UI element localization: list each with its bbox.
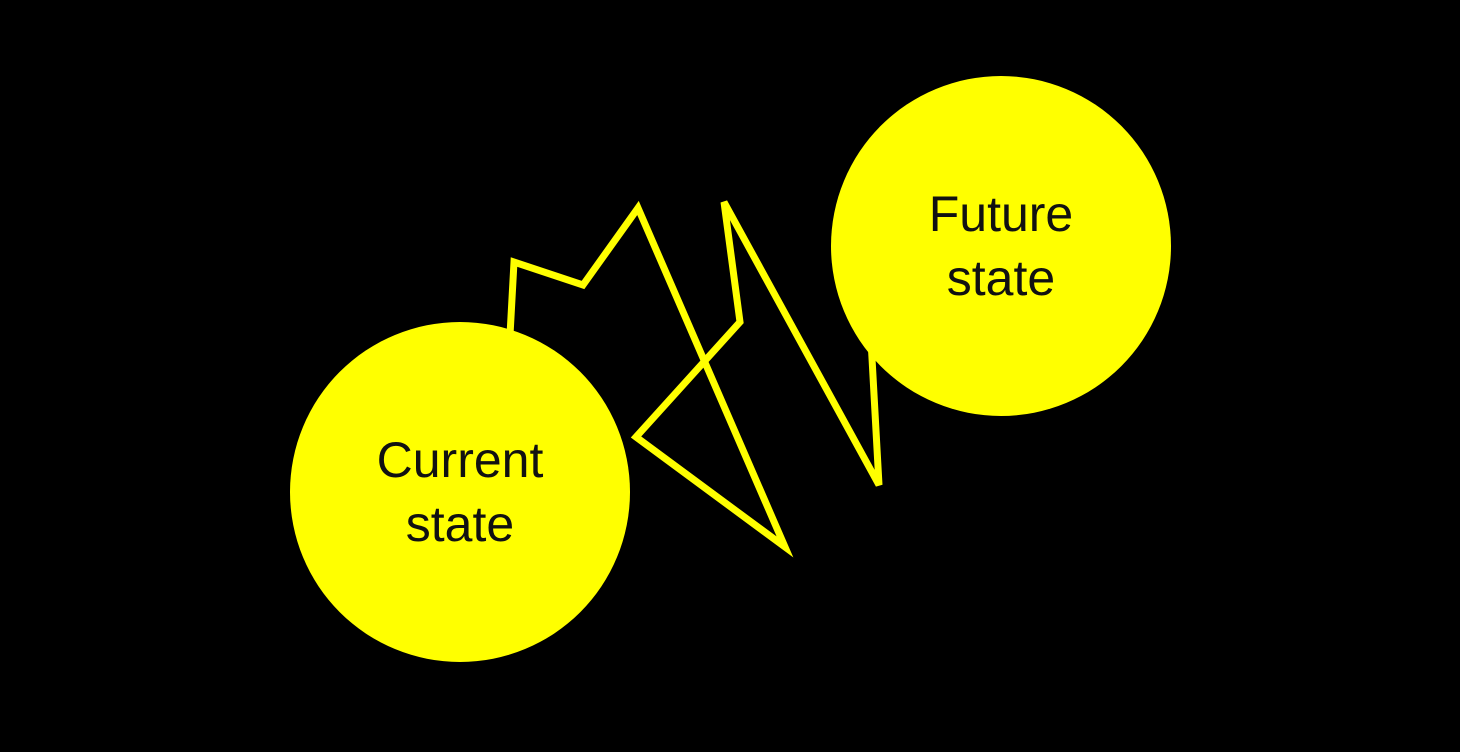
squiggle-line xyxy=(506,200,883,558)
future-state-label-line1: Future xyxy=(928,186,1074,242)
future-state-circle: Future state xyxy=(831,76,1171,416)
current-state-label-line2: state xyxy=(405,496,515,552)
current-state-circle: Current state xyxy=(290,322,630,662)
current-state-label-line1: Current xyxy=(376,432,544,488)
future-state-label-line2: state xyxy=(946,250,1056,306)
